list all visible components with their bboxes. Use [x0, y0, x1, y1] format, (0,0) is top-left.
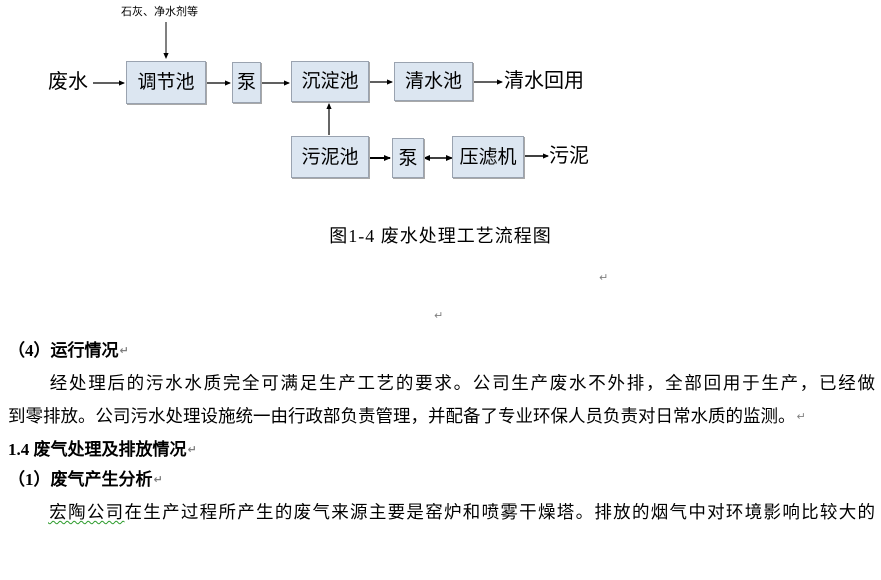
paragraph-operation-line2-text: 到零排放。公司污水处理设施统一由行政部负责管理，并配备了专业环保人员负责对日常水…	[8, 405, 796, 426]
section-heading-operation-text: （4）运行情况	[8, 341, 119, 360]
paragraph-mark: ↵	[153, 472, 163, 486]
process-box-chendianchi[interactable]: 沉淀池	[291, 61, 369, 102]
process-box-pump-1[interactable]: 泵	[232, 62, 261, 103]
paragraph-mark: ↵	[434, 309, 444, 322]
paragraph-operation-line1-text: 经处理后的污水水质完全可满足生产工艺的要求。公司生产废水不外排，全部回用于生产，…	[48, 372, 875, 393]
paragraph-mark: ↵	[796, 409, 806, 423]
process-box-tiaojiechi[interactable]: 调节池	[126, 61, 206, 104]
paragraph-operation-line1: 经处理后的污水水质完全可满足生产工艺的要求。公司生产废水不外排，全部回用于生产，…	[0, 367, 881, 400]
paragraph-mark: ↵	[119, 344, 129, 357]
paragraph-mark: ↵	[599, 271, 609, 284]
section-heading-operation: （4）运行情况↵	[8, 338, 881, 364]
process-box-wunichi[interactable]: 污泥池	[291, 136, 369, 178]
spellcheck-flagged-text: 宏陶公司	[48, 502, 125, 522]
paragraph-gas-analysis-text: 在生产过程所产生的废气来源主要是窑炉和喷雾干燥塔。排放的烟气中对环境影响比较大的	[124, 502, 876, 522]
process-box-pump-2[interactable]: 泵	[392, 138, 424, 178]
paragraph-operation-line2: 到零排放。公司污水处理设施统一由行政部负责管理，并配备了专业环保人员负责对日常水…	[0, 400, 881, 433]
process-box-yalvji[interactable]: 压滤机	[452, 136, 524, 178]
paragraph-gas-analysis: 宏陶公司在生产过程所产生的废气来源主要是窑炉和喷雾干燥塔。排放的烟气中对环境影响…	[0, 496, 881, 529]
section-heading-waste-gas-text: 1.4 废气处理及排放情况	[8, 440, 187, 459]
output-label-clean-water-reuse: 清水回用	[504, 70, 584, 92]
flow-connectors	[93, 22, 549, 161]
document-body: （4）运行情况↵ 经处理后的污水水质完全可满足生产工艺的要求。公司生产废水不外排…	[0, 338, 881, 529]
paragraph-mark: ↵	[187, 443, 197, 456]
output-label-sludge: 污泥	[549, 145, 589, 167]
additive-label: 石灰、净水剂等	[121, 6, 198, 18]
process-box-qingshuichi[interactable]: 清水池	[394, 62, 473, 101]
wastewater-flow-diagram: 石灰、净水剂等 废水 调节池 泵 沉淀池 清水池 污泥池 泵 压滤机 清水回用 …	[0, 0, 881, 210]
section-heading-gas-analysis-text: （1）废气产生分析	[8, 469, 153, 489]
figure-caption: 图1-4 废水处理工艺流程图	[329, 226, 552, 246]
section-heading-waste-gas: 1.4 废气处理及排放情况↵	[8, 437, 881, 463]
input-label-wastewater: 废水	[48, 71, 88, 93]
section-heading-gas-analysis: （1）废气产生分析↵	[8, 467, 881, 493]
